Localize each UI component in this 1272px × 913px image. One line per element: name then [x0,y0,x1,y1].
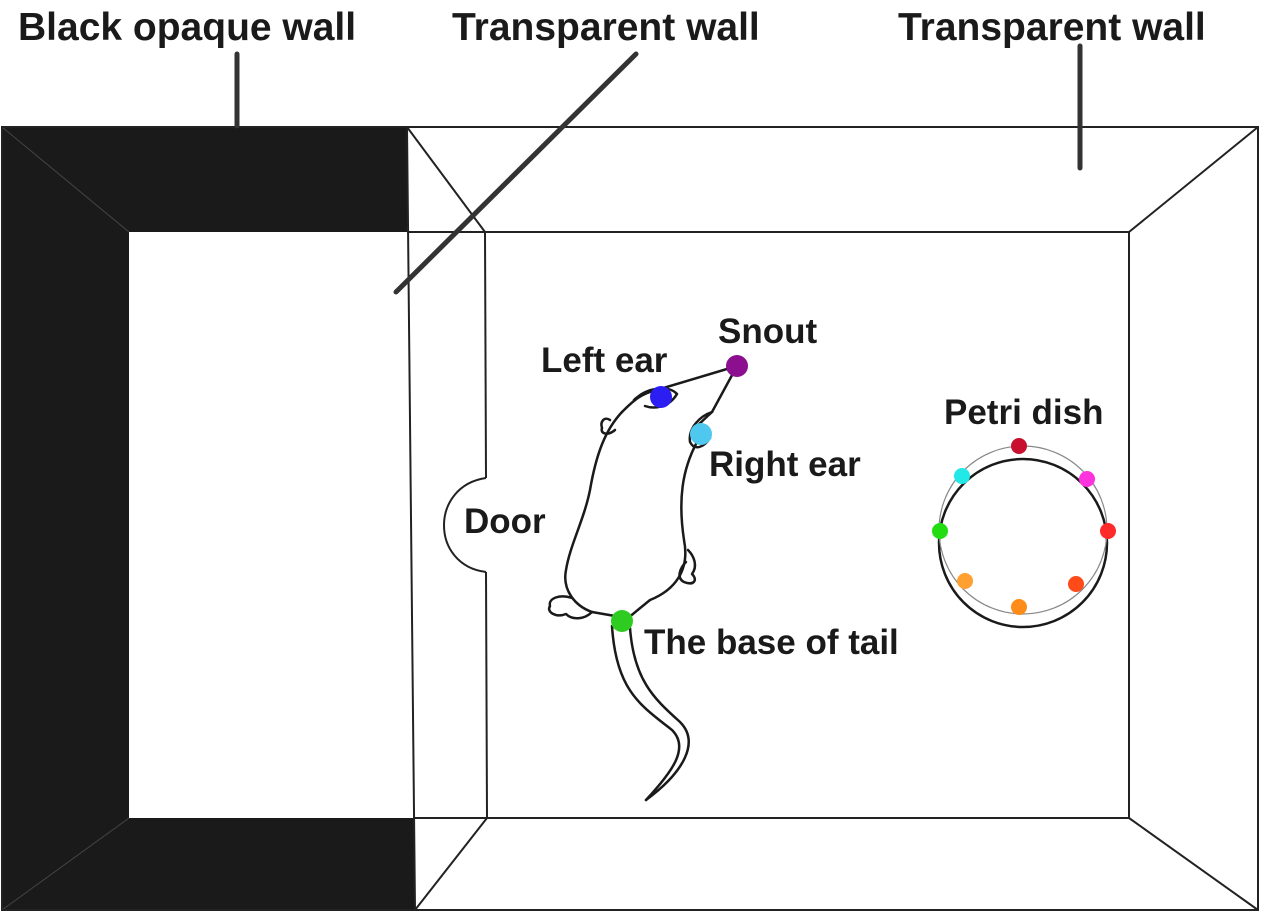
dish-point-5 [1011,599,1027,615]
dish-point-6 [957,573,973,589]
rat-hind-left-paw [547,595,594,620]
snout-point [726,355,748,377]
label-door: Door [464,502,546,541]
rat-tail-outer [610,624,681,802]
dish-point-2 [1079,471,1095,487]
label-black-opaque-wall: Black opaque wall [18,6,356,49]
label-left-ear: Left ear [541,341,668,380]
corner-bottom-right [1128,817,1259,911]
dish-point-7 [932,523,948,539]
rat-left-ear-flap [632,387,679,409]
black-wall-shape [2,127,415,910]
text-labels: Black opaque wall Transparent wall Trans… [18,6,1206,662]
dish-point-8 [954,468,970,484]
outer-frame [1,126,1259,911]
label-transparent-wall-right: Transparent wall [898,6,1206,49]
dish-point-1 [1011,438,1027,454]
label-transparent-wall-left: Transparent wall [452,6,760,49]
black-wall-diagonal-top [1,126,130,233]
left-ear-point [650,386,672,408]
divider-right-face-upper [484,231,487,479]
rat-left-body [564,410,624,618]
rat-front-right-paw [678,548,697,585]
arena-outline [1,126,1259,911]
divider-right-face-lower [485,571,488,819]
pointer-lines [234,43,1083,295]
divider-bottom [414,817,488,911]
label-right-ear: Right ear [709,445,861,484]
petri-dish-points [932,438,1116,615]
petri-dish-rim [937,457,1109,629]
rat-keypoints [611,355,748,632]
dish-point-3 [1100,523,1116,539]
dish-point-4 [1068,576,1084,592]
black-opaque-wall [1,126,415,911]
tail-base-point [611,610,633,632]
pointer-transparent-wall-left [393,51,639,295]
label-tail-base: The base of tail [644,623,899,662]
door-opening [443,477,487,573]
rat-right-body [626,440,699,620]
rat-front-left-paw [600,417,617,435]
corner-top-right [1128,126,1259,233]
black-wall-diagonal-bottom [1,817,130,911]
divider-left-face [406,126,416,911]
right-ear-point [690,423,712,445]
label-snout: Snout [718,312,817,351]
rat-tail-inner [628,626,690,802]
label-petri-dish: Petri dish [944,393,1103,432]
